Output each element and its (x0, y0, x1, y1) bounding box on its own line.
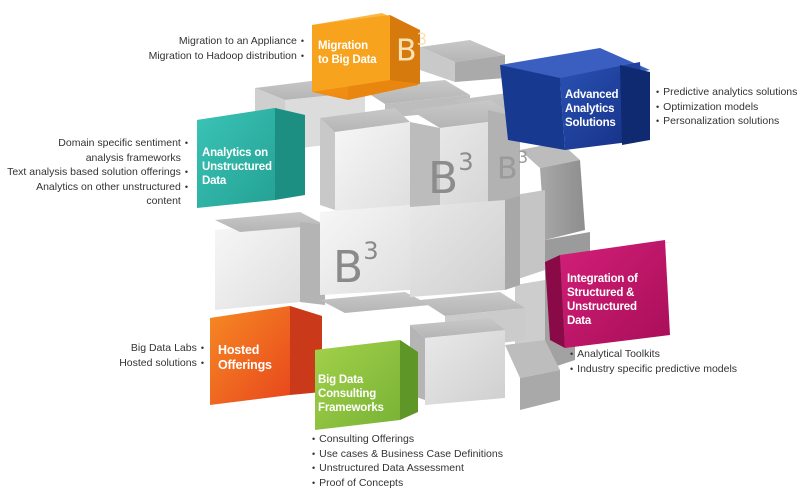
list-item: •Proof of Concepts (312, 476, 404, 489)
list-item: Big Data Labs• (130, 342, 204, 354)
list-item: analysis frameworks• (85, 151, 181, 164)
migration-block (312, 13, 420, 100)
integration-title: Integration of Structured & Unstructured… (567, 273, 638, 327)
list-item: Hosted solutions• (119, 356, 204, 369)
consulting-title: Big Data Consulting Frameworks (318, 374, 384, 414)
list-item: •Analytical Toolkits (570, 348, 660, 360)
list-item: •Predictive analytics solutions (656, 86, 798, 98)
integration-block (545, 240, 670, 348)
unstructured-block (197, 108, 305, 208)
migration-title: Migration to Big Data (318, 40, 377, 66)
list-item: content• (146, 195, 181, 207)
list-item: Migration to an Appliance• (178, 35, 304, 47)
hosted-items: Big Data Labs• Hosted solutions• (119, 341, 208, 370)
list-item: •Personalization solutions (656, 115, 780, 127)
list-item: •Unstructured Data Assessment (312, 462, 464, 474)
consulting-block (315, 340, 418, 430)
list-item: Migration to Hadoop distribution• (148, 49, 304, 62)
advanced-block (500, 48, 650, 150)
unstructured-items: Domain specific sentiment• analysis fram… (7, 136, 192, 209)
list-item: Text analysis based solution offerings• (7, 166, 188, 178)
list-item: •Optimization models (656, 100, 759, 113)
list-item: Domain specific sentiment• (58, 137, 188, 149)
consulting-items: •Consulting Offerings •Use cases & Busin… (308, 432, 503, 490)
list-item: •Industry specific predictive models (570, 362, 738, 375)
unstructured-title: Analytics on Unstructured Data (202, 147, 272, 187)
list-item: •Consulting Offerings (312, 433, 415, 445)
migration-items: Migration to an Appliance• Migration to … (149, 34, 308, 63)
hosted-title: Hosted Offerings (218, 343, 272, 372)
b3-mark-large: B3 (428, 148, 474, 204)
advanced-title: Advanced Analytics Solutions (565, 89, 619, 129)
b3-mark-small: B3 (497, 148, 529, 187)
list-item: •Use cases & Business Case Definitions (312, 447, 503, 460)
b3-mark-center: B3 (333, 237, 379, 293)
migration-b3-mark: B3 (396, 30, 428, 69)
advanced-items: •Predictive analytics solutions •Optimiz… (652, 85, 797, 129)
list-item: Analytics on other unstructured• (36, 180, 188, 193)
integration-items: •Analytical Toolkits •Industry specific … (566, 347, 737, 376)
hosted-block (210, 306, 322, 405)
